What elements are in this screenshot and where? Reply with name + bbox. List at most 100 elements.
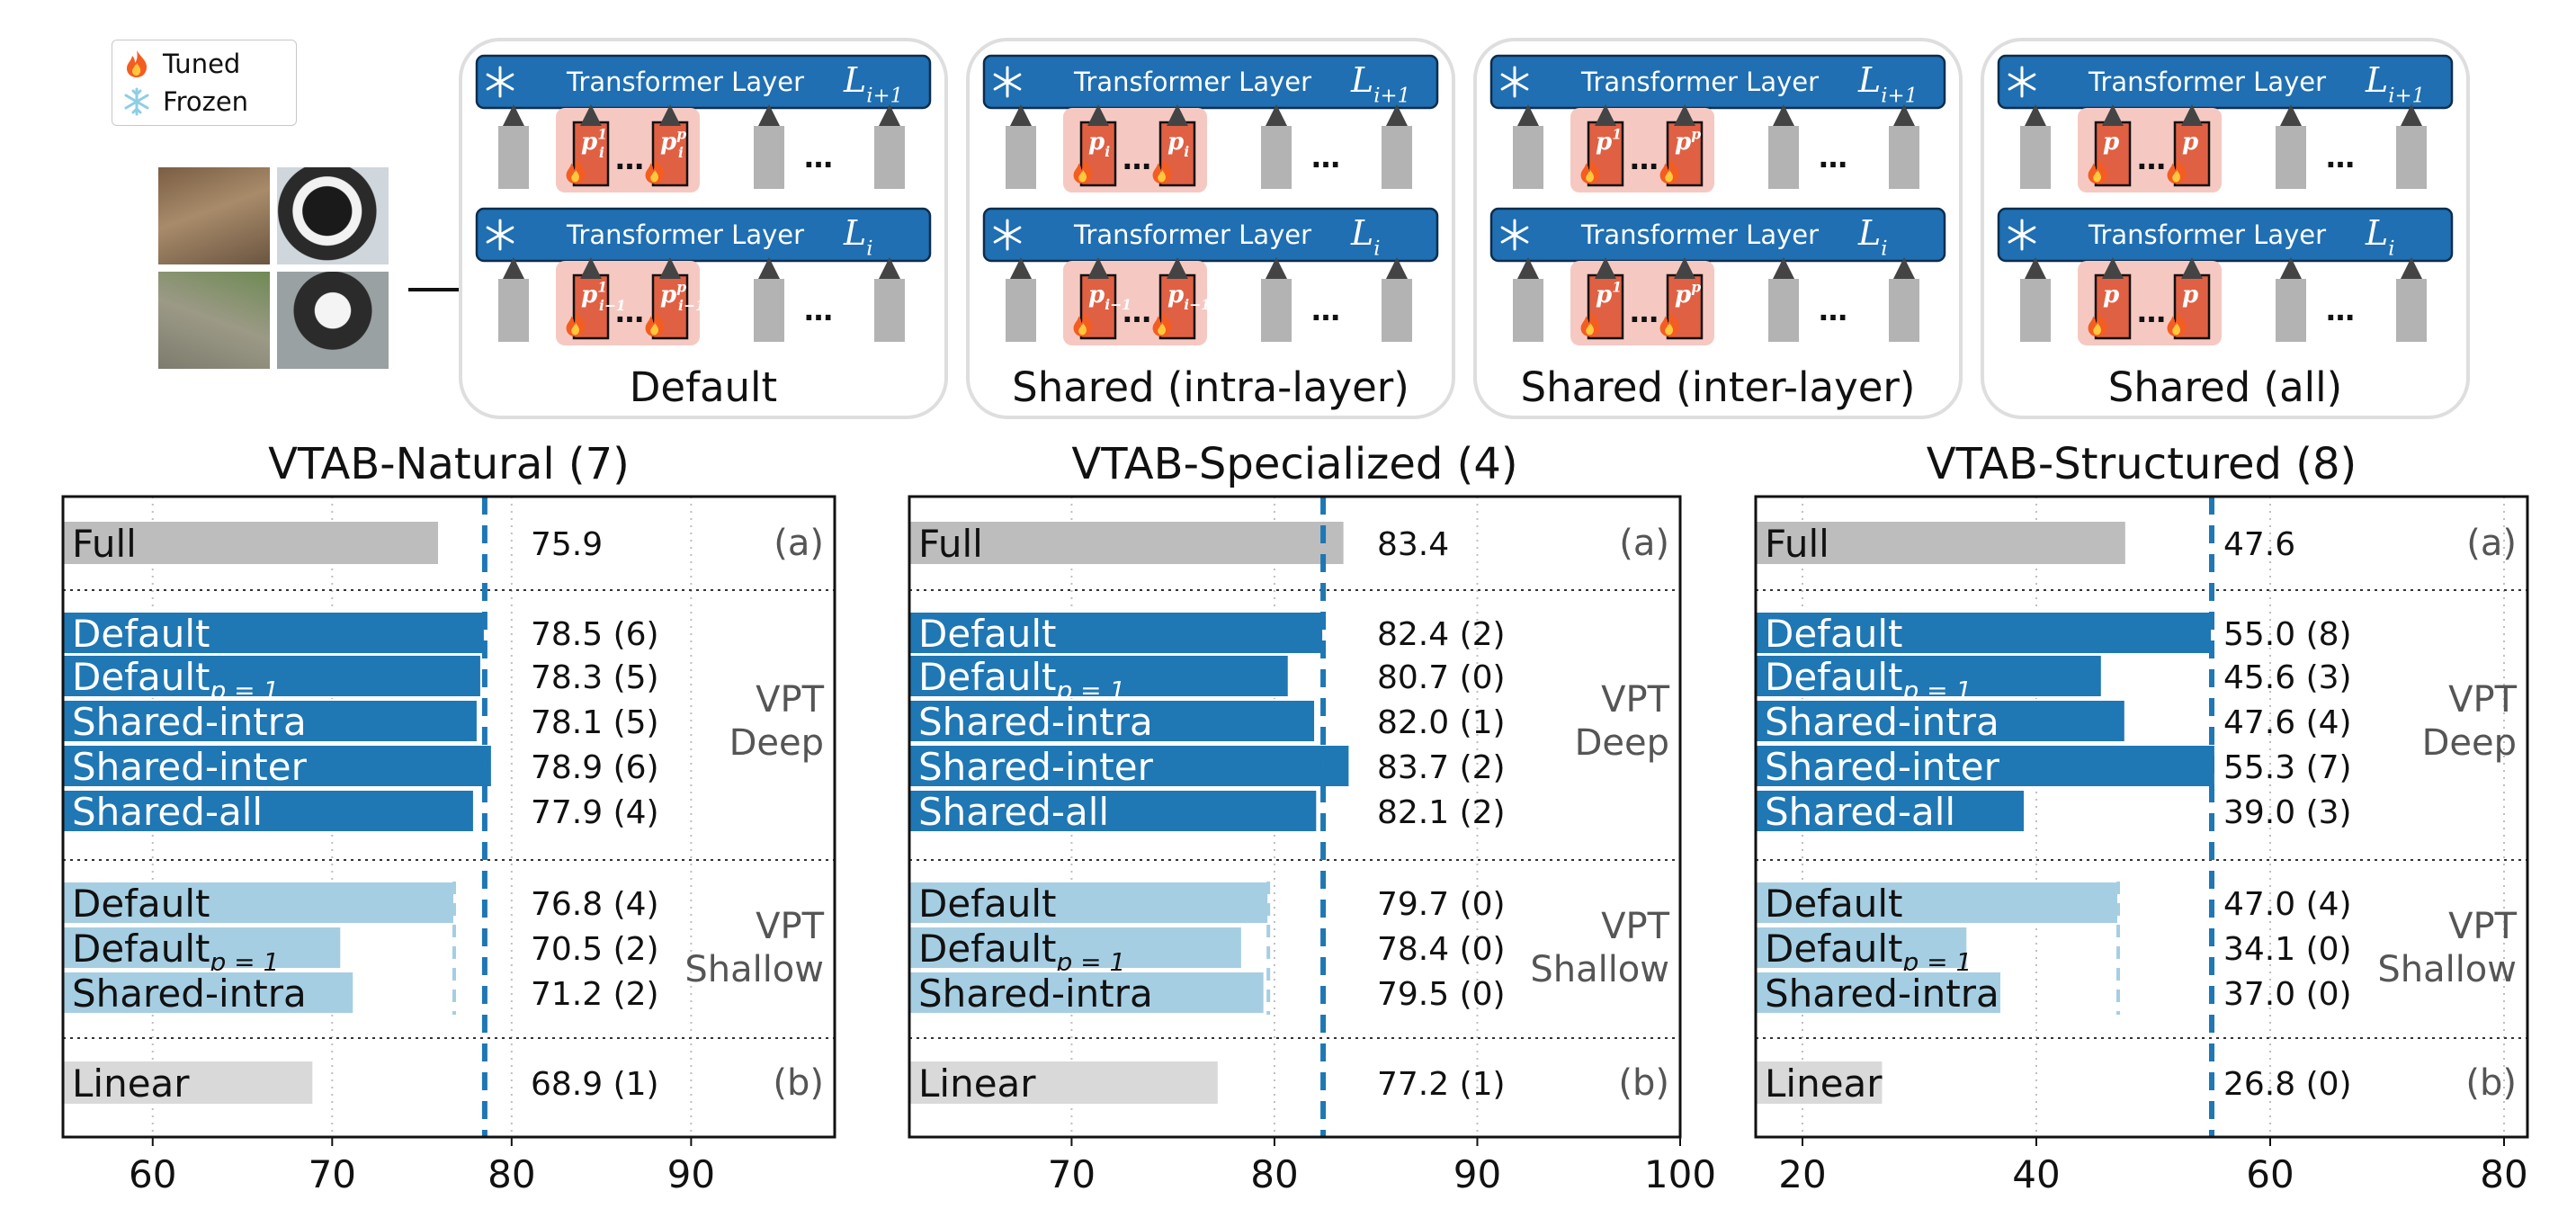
bar [1755,611,2213,655]
snowflake-icon [1500,66,1529,98]
panel-caption: Shared (all) [2108,363,2342,411]
bar-value-label: 55.0 (8) [2223,616,2352,653]
bar-label: Defaultp = 1 [72,927,279,977]
prompt-symbol: pi−1 [1167,282,1211,313]
bar [62,881,455,925]
bar-value-label: 78.3 (5) [531,659,659,696]
prompt-symbol: pi [1167,129,1189,160]
group-side-label: Shallow [684,949,824,990]
bar [62,744,493,788]
token-ellipsis: … [1311,293,1340,327]
layer-label: Transformer Layer [1073,219,1311,250]
token-ellipsis: … [1819,140,1847,175]
bar-value-label: 77.9 (4) [531,794,659,831]
layer-label: Transformer Layer [1073,67,1311,97]
layer-index: Li [2365,213,2395,260]
fire-icon [1580,157,1600,184]
bar [1755,971,2002,1015]
layer-box [1489,54,1946,110]
bar-label: Shared-inter [72,745,308,789]
fire-icon [1659,157,1679,184]
bar-value-label: 55.3 (7) [2223,749,2352,786]
panel-caption: Default [630,363,777,411]
bar-value-label: 83.4 [1377,526,1449,563]
bar-label: Full [1765,522,1829,566]
prompt-symbol: p [2182,282,2198,309]
prompt-ellipsis: … [2137,142,2166,176]
group-side-label: VPT [2448,679,2517,721]
bar-value-label: 78.4 (0) [1377,931,1506,968]
snowflake-icon [2008,66,2036,98]
snowflake-icon [2008,219,2036,251]
legend-tuned: Tuned [121,46,240,82]
layer-label: Transformer Layer [1580,219,1819,250]
frozen-token [2276,279,2306,342]
bar-value-label: 80.7 (0) [1377,659,1506,696]
prompt-symbol: pp [1675,278,1701,309]
frozen-token [874,279,905,342]
bar-value-label: 71.2 (2) [531,976,659,1013]
bar [1755,881,2119,925]
prompt-symbol: pp [1675,125,1701,156]
frozen-token [2020,126,2051,189]
layer-label: Transformer Layer [2088,67,2326,97]
panel-caption: Shared (intra-layer) [1012,363,1409,411]
fire-icon [1659,310,1679,337]
legend-frozen-label: Frozen [163,86,249,117]
prompt-ellipsis: … [1123,142,1151,176]
frozen-token [498,279,529,342]
token-ellipsis: … [804,293,833,327]
bar [908,611,1325,655]
bar-value-label: 78.1 (5) [531,704,659,741]
bar [62,926,343,970]
group-side-label: Deep [729,722,824,764]
frozen-token [1889,279,1919,342]
bar [63,1061,313,1104]
layer-box [1997,54,2454,110]
bar [908,654,1290,698]
frozen-token [1006,279,1036,342]
bar [62,654,482,698]
bar-value-label: 78.5 (6) [531,616,659,653]
bar-value-label: 83.7 (2) [1377,749,1506,786]
frozen-token [874,126,905,189]
bar-value-label: 47.0 (4) [2223,886,2352,923]
prompt-ellipsis: … [2137,295,2166,329]
layer-label: Transformer Layer [566,67,804,97]
fire-icon [2167,157,2187,184]
bar-value-label: 47.6 (4) [2223,704,2352,741]
fire-icon [2088,157,2107,184]
bar [62,611,486,655]
bar-value-label: 82.0 (1) [1377,704,1506,741]
x-tick-label: 60 [2246,1152,2294,1196]
bar-value-label: 78.9 (6) [531,749,659,786]
snowflake-icon [993,219,1022,251]
legend: Tuned Frozen [112,40,297,126]
bar-label: Shared-all [72,790,263,834]
bar-label: Shared-all [1765,790,1955,834]
group-side-label: VPT [1601,906,1669,947]
chart-title: VTAB-Specialized (4) [1071,439,1517,489]
bar-value-label: 39.0 (3) [2223,794,2352,831]
fire-icon [1152,157,1172,184]
bar [908,971,1266,1015]
frozen-token [754,279,784,342]
legend-tuned-label: Tuned [163,49,241,79]
frozen-token [1768,126,1799,189]
layer-index: Li [1857,213,1888,260]
bar-label: Default [918,612,1056,656]
